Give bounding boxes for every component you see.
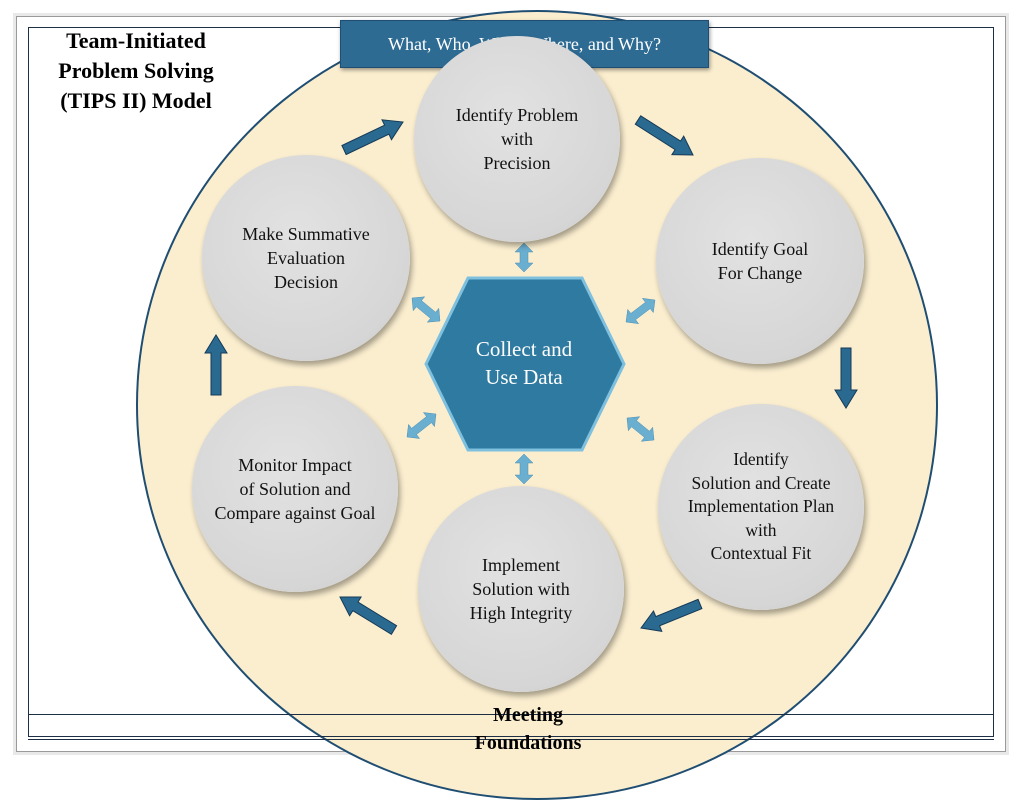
cycle-arrow-to-identify-problem [341,119,404,156]
cycle-arrow-to-implement-solution [640,598,703,633]
data-arrow-identify-goal [625,297,656,325]
data-arrow-monitor-impact [406,412,437,439]
node-identify-problem: Identify Problem with Precision [414,36,620,242]
node-identify-solution-label: Identify Solution and Create Implementat… [687,449,835,564]
cycle-arrow-to-identify-goal [634,115,694,156]
data-arrow-identify-solution [626,416,655,442]
node-monitor-impact: Monitor Impact of Solution and Compare a… [192,386,398,592]
node-implement-solution: Implement Solution with High Integrity [418,486,624,692]
node-summative-evaluation-label: Make Summative Evaluation Decision [242,224,370,292]
footer-label: Meeting Foundations [474,704,582,754]
node-identify-goal: Identify Goal For Change [656,158,864,364]
cycle-arrow-to-summative-evaluation [204,334,228,396]
node-summative-evaluation: Make Summative Evaluation Decision [202,155,410,361]
footer-band [28,714,994,740]
node-identify-solution: Identify Solution and Create Implementat… [658,404,864,610]
page-title: Team-Initiated Problem Solving (TIPS II)… [58,28,214,113]
node-monitor-impact-label: Monitor Impact of Solution and Compare a… [214,455,376,523]
node-identify-problem-label: Identify Problem with Precision [455,105,579,173]
center-label: Collect and Use Data [475,337,573,389]
cycle-arrow-to-identify-solution [834,347,858,409]
cycle-arrow-to-monitor-impact [339,596,398,635]
node-implement-solution-label: Implement Solution with High Integrity [469,555,573,623]
data-arrow-implement-solution [514,453,534,485]
data-arrow-identify-problem [514,242,534,273]
center-hexagon [424,276,626,452]
data-arrow-summative-evaluation [411,296,441,323]
diagram-graphics [204,115,858,635]
node-identify-goal-label: Identify Goal For Change [711,239,809,283]
